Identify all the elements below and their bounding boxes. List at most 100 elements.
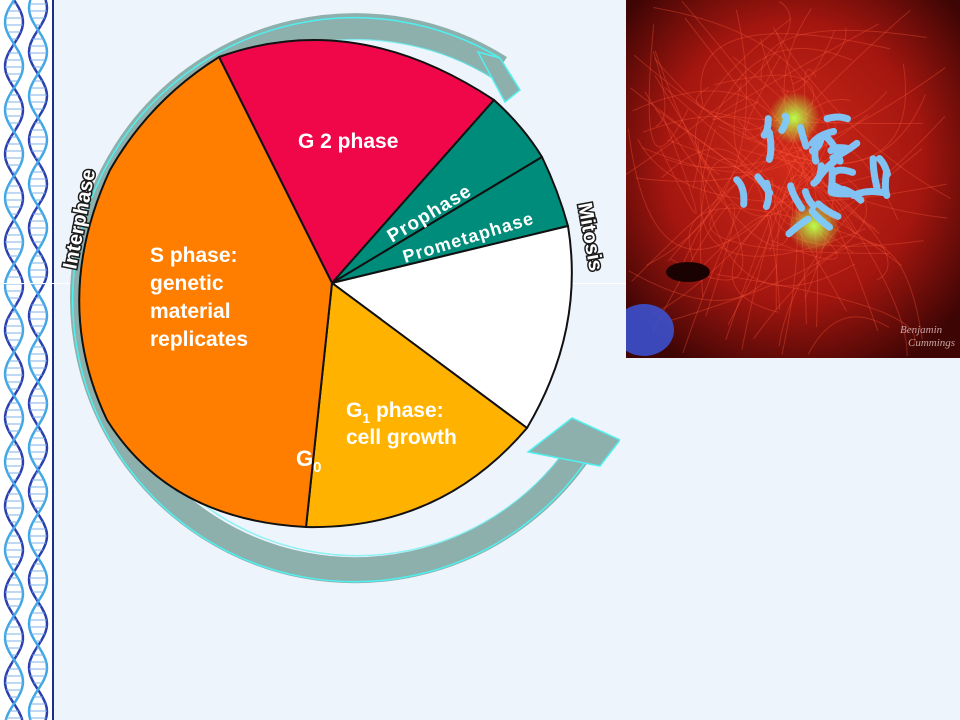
microtubule-fiber [646, 9, 747, 266]
blue-blob [626, 304, 674, 356]
microtubule-fiber [807, 316, 890, 355]
mitosis-label: Mitosis [573, 201, 607, 273]
microtubule-fiber [731, 167, 823, 313]
microtubule-fiber [643, 115, 798, 355]
s-phase-line-1: S phase: [150, 244, 238, 267]
microtubule-fiber [697, 140, 856, 287]
g1-main: G [346, 399, 362, 422]
micrograph-background [626, 0, 960, 358]
chromosome [760, 115, 772, 139]
chromosome [801, 188, 817, 210]
microtubule-fiber [792, 27, 847, 85]
microtubule-fiber [627, 128, 823, 250]
microtubule-fiber [641, 32, 798, 173]
microtubule-fiber [700, 33, 891, 107]
microtubule-fiber [709, 209, 890, 254]
microtubule-fiber [695, 86, 923, 124]
s-phase-line-3: material [150, 300, 231, 323]
dna-border-strip [0, 0, 52, 720]
microtubule-fiber [635, 114, 869, 182]
microtubule-fiber [628, 264, 778, 301]
chromosome [828, 189, 855, 198]
chromosome [827, 144, 853, 155]
dna-helix-strand [3, 0, 25, 720]
microtubule-fiber [694, 18, 792, 176]
cycle-pie [78, 39, 573, 529]
chromosomes [733, 112, 891, 238]
strip-divider [52, 0, 54, 720]
microtubule-fibers [626, 0, 952, 357]
chromosome [829, 139, 861, 162]
svg-text:G1 phase:: G1 phase: [346, 399, 444, 426]
credit-line-1: Benjamin [900, 324, 943, 336]
chromosome [797, 124, 810, 150]
ring-arrowhead-top [476, 50, 521, 104]
chromosome [733, 176, 748, 208]
microtubule-fiber [661, 148, 781, 310]
chromosome [808, 207, 833, 231]
chromosome [765, 128, 775, 163]
microtubule-fiber [652, 146, 824, 316]
microtubule-fiber [666, 67, 946, 169]
s-phase-line-4: replicates [150, 328, 248, 351]
cell-cycle-diagram: G 2 phase Prophase Prometaphase S phase:… [58, 13, 620, 584]
microtubule-fiber [652, 51, 666, 127]
chromosome [827, 166, 836, 196]
micrograph-credit: Benjamin Cummings [900, 324, 955, 349]
g1-sub: 1 [362, 410, 370, 426]
chromosome [814, 200, 842, 220]
microtubule-fiber [712, 23, 880, 121]
microtubule-fiber [716, 273, 916, 347]
microtubule-fiber [692, 48, 853, 190]
g0-label: G0 [296, 446, 321, 476]
g0-sub: 0 [313, 459, 321, 476]
chromosome [823, 113, 851, 123]
s-phase-line-2: genetic [150, 272, 224, 295]
chromosome [830, 166, 857, 177]
segment-s-phase [78, 56, 333, 528]
g1-rest: phase: [370, 399, 444, 422]
microtubule-fiber [659, 117, 697, 214]
chromosome [810, 162, 825, 187]
microtubule-fiber [703, 214, 773, 326]
g0-main: G [296, 446, 313, 471]
chromosome [778, 112, 790, 134]
microtubule-fiber [740, 63, 906, 165]
chromosome [762, 179, 773, 210]
segment-prometaphase [331, 156, 569, 284]
microtubule-fiber [760, 29, 927, 80]
microtubule-fiber [664, 86, 791, 202]
microtubule-fiber [772, 134, 807, 325]
chromosome [787, 182, 806, 212]
microtubule-fiber [684, 17, 856, 235]
chromosome [850, 188, 887, 199]
segment-g1 [305, 282, 528, 529]
ring-arrowhead-bottom [526, 417, 620, 467]
dark-vacuole [666, 262, 710, 282]
chromosome [875, 155, 891, 178]
microtubule-fiber [737, 119, 948, 219]
segment-prophase [331, 99, 543, 284]
dna-helix-strand [27, 0, 49, 720]
chromosome [869, 155, 881, 191]
mitosis-micrograph: Benjamin Cummings [626, 0, 960, 358]
microtubule-fiber [681, 0, 908, 357]
chromosome [785, 215, 812, 238]
microtubule-fiber [626, 0, 791, 175]
microtubule-fiber [654, 50, 831, 217]
microtubule-fiber [793, 158, 889, 281]
microtubule-fiber [760, 30, 835, 93]
microtubule-fiber [753, 243, 923, 340]
ring-edge-outer [71, 16, 593, 583]
segment-g2 [218, 39, 495, 284]
dna-helix-strand [3, 0, 25, 720]
microtubule-fiber [648, 24, 689, 148]
microtubule-fiber [772, 26, 952, 200]
g1-label: G1 phase: cell growth [346, 399, 457, 449]
guide-line-left [0, 283, 54, 284]
dna-helix-strand [27, 0, 49, 720]
g1-line-2: cell growth [346, 426, 457, 449]
g2-label: G 2 phase [298, 130, 398, 153]
segment-mitosis-rest [331, 225, 573, 429]
chromosome [808, 134, 825, 155]
